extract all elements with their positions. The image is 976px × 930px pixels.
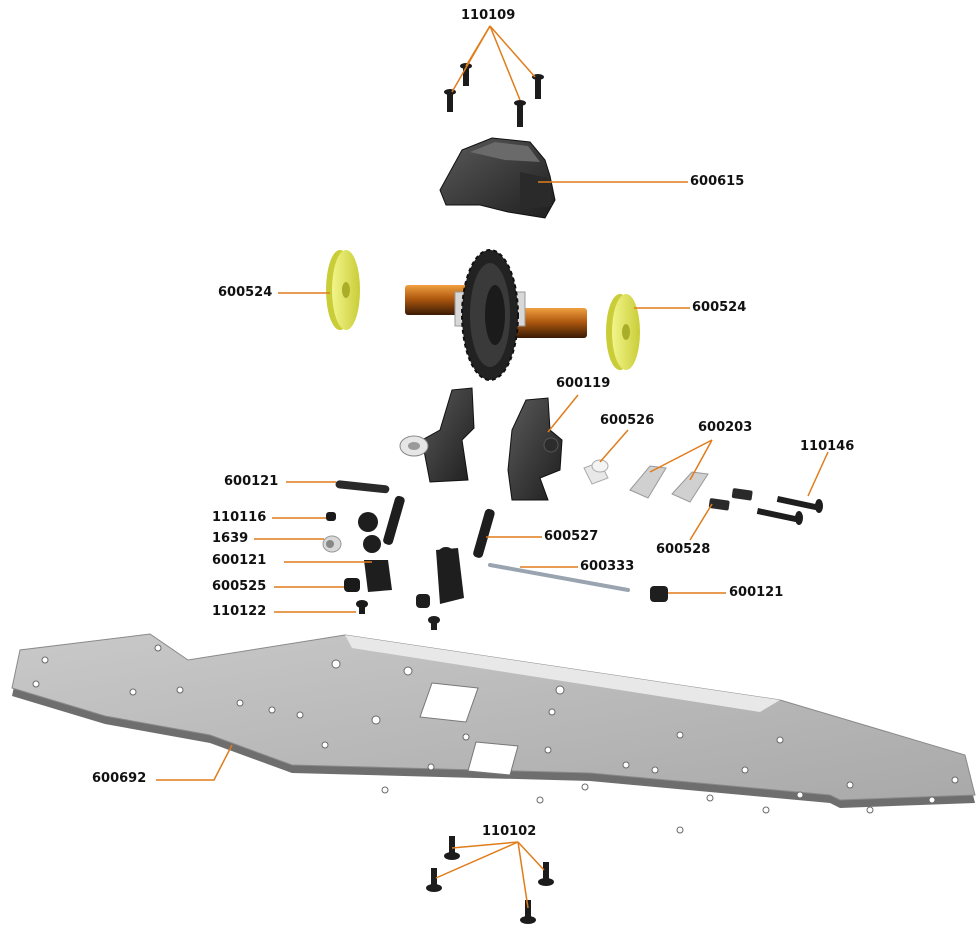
screw-small — [356, 600, 368, 614]
bearing-holder-right — [507, 397, 563, 501]
label-plate-pair: 600203 — [698, 420, 753, 435]
label-cover: 600615 — [690, 174, 745, 189]
label-pins: 600528 — [656, 542, 711, 557]
label-bushing: 600526 — [600, 413, 655, 428]
ball-end-stack — [358, 495, 405, 592]
label-screws-bottom: 110102 — [482, 824, 537, 839]
label-screws-top: 110109 — [461, 8, 516, 23]
pins — [708, 488, 753, 511]
end-cap — [650, 586, 668, 602]
screw-icon — [538, 862, 554, 886]
pulley-right — [606, 294, 640, 370]
label-bolts-right: 110146 — [800, 439, 855, 454]
setscrew — [326, 512, 336, 521]
screws-top — [444, 63, 544, 127]
pulley-left — [326, 250, 360, 330]
collar — [322, 535, 342, 553]
screw-icon — [426, 868, 442, 892]
screw-icon — [444, 836, 460, 860]
label-collar: 1639 — [212, 531, 249, 546]
screw-icon — [444, 89, 456, 112]
link-left — [335, 480, 390, 494]
label-link-right: 600527 — [544, 529, 599, 544]
label-bearing-holder: 600119 — [556, 376, 611, 391]
label-link-left: 600121 — [224, 474, 279, 489]
label-pulley-right: 600524 — [692, 300, 747, 315]
gear-cover — [439, 137, 556, 219]
nut — [344, 578, 360, 592]
screw-icon — [520, 900, 536, 924]
label-screw-small: 110122 — [212, 604, 267, 619]
mount-plates — [629, 465, 709, 503]
label-ball-end: 600121 — [212, 553, 267, 568]
link-right — [416, 508, 495, 630]
leader-lines — [156, 25, 829, 909]
label-shaft: 600333 — [580, 559, 635, 574]
bushing — [583, 459, 609, 485]
bolts-right — [756, 495, 823, 525]
screw-icon — [514, 100, 526, 127]
label-chassis: 600692 — [92, 771, 147, 786]
label-setscrew: 110116 — [212, 510, 267, 525]
label-pulley-left: 600524 — [218, 285, 273, 300]
shaft — [488, 563, 630, 592]
label-nut: 600525 — [212, 579, 267, 594]
center-diff-assembly — [405, 249, 587, 381]
screw-icon — [532, 74, 544, 99]
label-end-cap: 600121 — [729, 585, 784, 600]
chassis-plate — [11, 633, 976, 834]
screws-bottom — [426, 836, 554, 924]
bearing-holder-left — [399, 387, 475, 483]
